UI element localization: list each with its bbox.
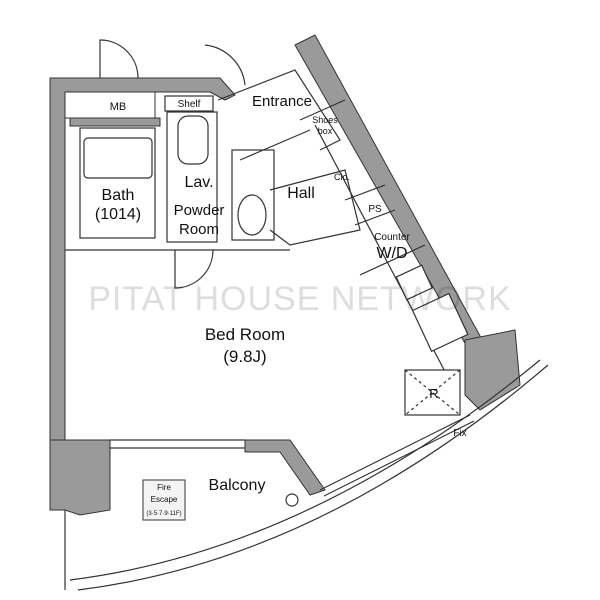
- room-label-bedroom-size: (9.8J): [223, 347, 266, 366]
- walls: [49, 34, 521, 516]
- room-label-lav: Lav.: [184, 174, 213, 191]
- room-label-bedroom: Bed Room: [205, 325, 285, 344]
- room-label-powder-room: Powder: [174, 202, 225, 219]
- room-label-entrance: Entrance: [252, 93, 312, 110]
- refrigerator-label: R: [429, 386, 438, 401]
- watermark: PITAT HOUSE NETWORK: [88, 280, 511, 318]
- fire-escape-label-2: Escape: [151, 495, 178, 504]
- room-label-bath-size: (1014): [95, 206, 141, 223]
- room-label-bath: Bath: [102, 187, 135, 204]
- fire-escape-label: Fire: [157, 483, 171, 492]
- room-label-counter: Counter: [374, 232, 410, 243]
- room-label-shelf: Shelf: [178, 99, 201, 110]
- room-label-balcony: Balcony: [209, 477, 266, 494]
- interior-lines: [64, 39, 549, 591]
- room-label-powder-room-2: Room: [179, 221, 219, 238]
- fix-window-label: Fix: [453, 428, 466, 439]
- room-label-mb: MB: [110, 101, 127, 113]
- fire-escape-floors: (3·5·7·9·11F): [146, 511, 181, 517]
- room-label-wd: W/D: [376, 245, 407, 262]
- room-label-closet: Clo.: [334, 172, 350, 182]
- fire-escape-hatch: Fire Escape (3·5·7·9·11F): [142, 479, 186, 521]
- room-label-hall: Hall: [287, 185, 315, 202]
- room-label-ps: PS: [368, 204, 382, 215]
- room-label-shoes-box-2: box: [318, 126, 333, 136]
- room-label-shoes-box: Shoes: [312, 115, 338, 125]
